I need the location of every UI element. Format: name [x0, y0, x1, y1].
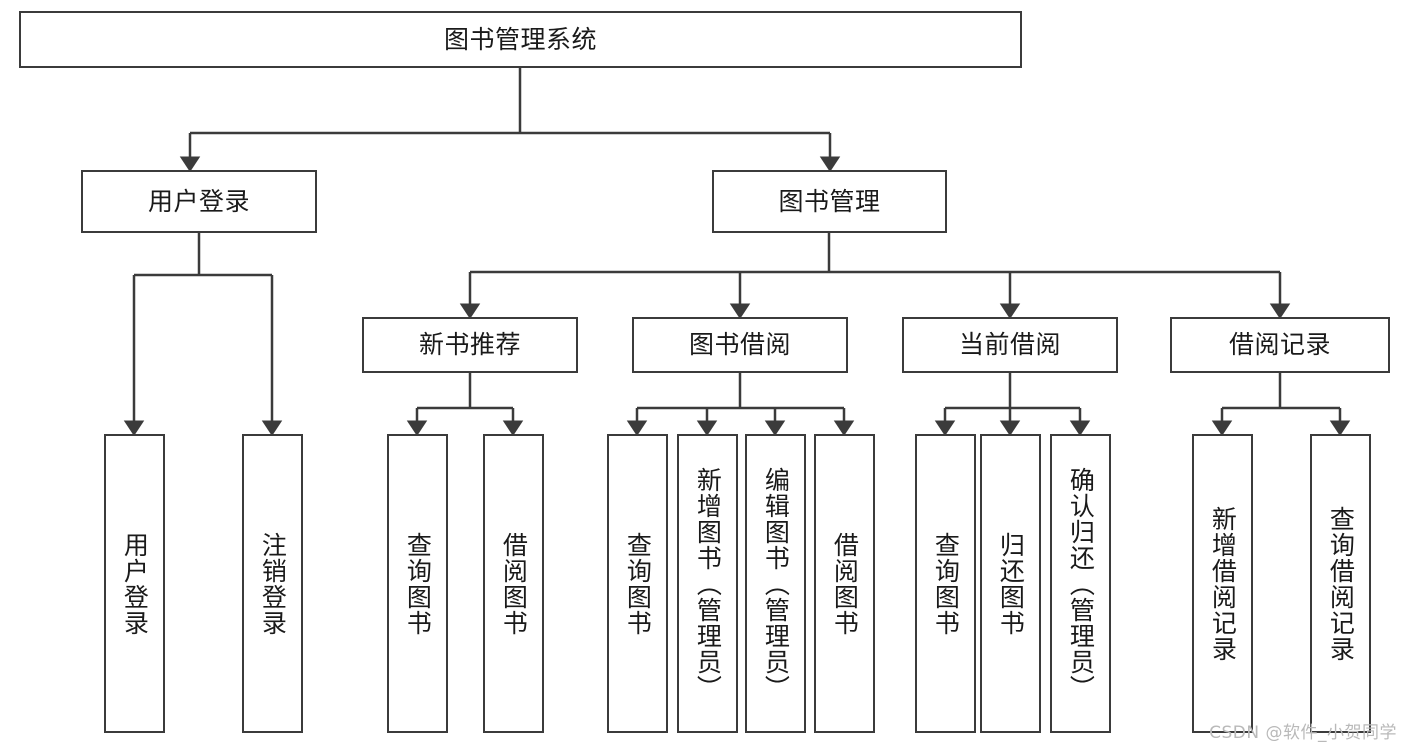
node-label: 归还图书: [996, 531, 1026, 636]
leaf-current-borrow-return[interactable]: 归还图书: [980, 434, 1041, 733]
node-user-login[interactable]: 用户登录: [81, 170, 317, 233]
node-new-book-recommend[interactable]: 新书推荐: [362, 317, 578, 373]
node-book-borrow[interactable]: 图书借阅: [632, 317, 848, 373]
leaf-book-borrow-edit-admin[interactable]: 编辑图书（管理员）: [745, 434, 806, 733]
node-label: 新增图书（管理员）: [693, 466, 723, 701]
node-root-system[interactable]: 图书管理系统: [19, 11, 1022, 68]
node-borrow-records[interactable]: 借阅记录: [1170, 317, 1390, 373]
node-label: 用户登录: [147, 186, 250, 216]
node-label: 图书管理: [778, 186, 881, 216]
node-label: 新增借阅记录: [1208, 505, 1238, 662]
node-label: 查询图书: [403, 531, 433, 636]
watermark-text: CSDN @软件_小贺同学: [1209, 723, 1397, 743]
node-label: 编辑图书（管理员）: [761, 466, 791, 701]
node-label: 查询图书: [623, 531, 653, 636]
node-label: 新书推荐: [418, 330, 521, 360]
leaf-book-borrow-add-admin[interactable]: 新增图书（管理员）: [677, 434, 738, 733]
leaf-borrow-records-query[interactable]: 查询借阅记录: [1310, 434, 1371, 733]
leaf-new-book-borrow[interactable]: 借阅图书: [483, 434, 544, 733]
leaf-book-borrow-query[interactable]: 查询图书: [607, 434, 668, 733]
node-label: 查询图书: [931, 531, 961, 636]
node-label: 借阅记录: [1228, 330, 1331, 360]
node-label: 借阅图书: [499, 531, 529, 636]
leaf-book-borrow-borrow[interactable]: 借阅图书: [814, 434, 875, 733]
node-label: 注销登录: [258, 531, 288, 636]
node-label: 确认归还（管理员）: [1066, 466, 1096, 701]
node-current-borrow[interactable]: 当前借阅: [902, 317, 1118, 373]
leaf-borrow-records-add[interactable]: 新增借阅记录: [1192, 434, 1253, 733]
leaf-current-borrow-query[interactable]: 查询图书: [915, 434, 976, 733]
node-label: 当前借阅: [958, 330, 1061, 360]
node-label: 借阅图书: [830, 531, 860, 636]
node-label: 图书管理系统: [443, 24, 597, 54]
leaf-new-book-query[interactable]: 查询图书: [387, 434, 448, 733]
node-label: 查询借阅记录: [1326, 505, 1356, 662]
node-label: 用户登录: [120, 531, 150, 636]
leaf-user-login-logout[interactable]: 注销登录: [242, 434, 303, 733]
node-label: 图书借阅: [688, 330, 791, 360]
leaf-current-borrow-confirm-admin[interactable]: 确认归还（管理员）: [1050, 434, 1111, 733]
leaf-user-login-login[interactable]: 用户登录: [104, 434, 165, 733]
node-book-management[interactable]: 图书管理: [712, 170, 947, 233]
